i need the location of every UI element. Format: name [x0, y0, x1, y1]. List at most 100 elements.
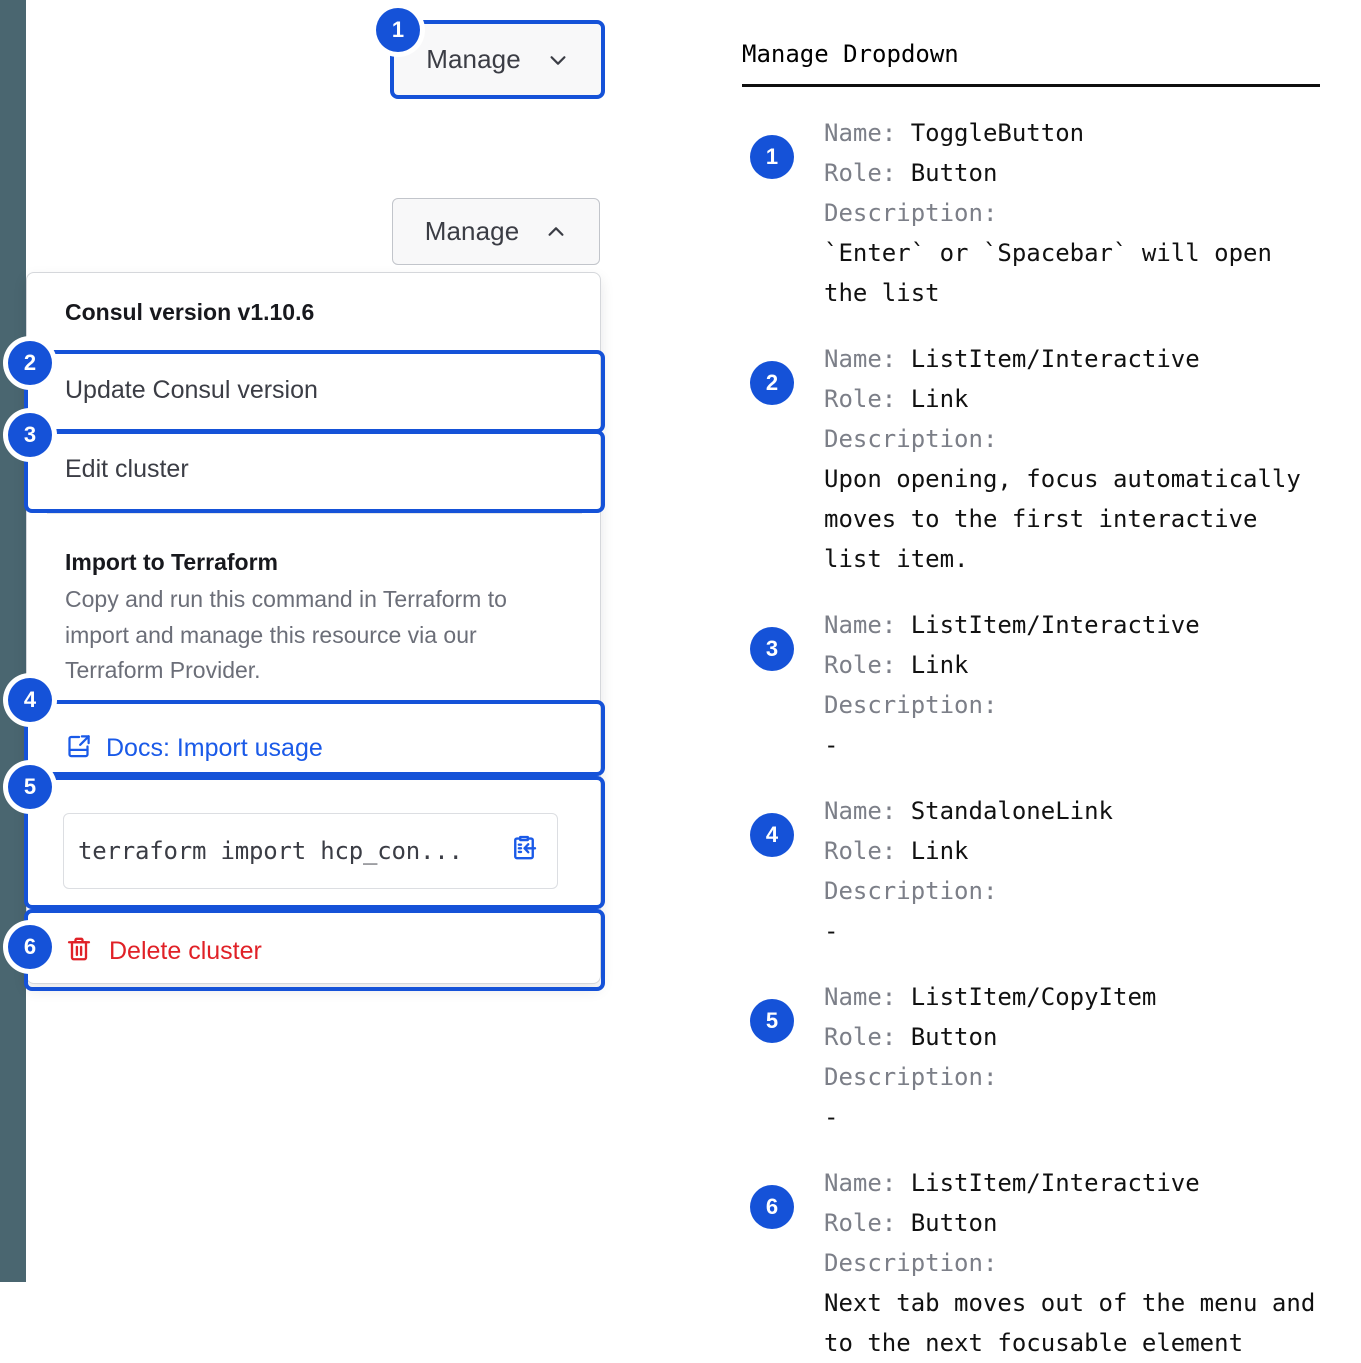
- legend-name-value: StandaloneLink: [910, 797, 1113, 825]
- dropdown-divider: [47, 513, 582, 514]
- marker-badge-2: 2: [8, 341, 52, 385]
- legend-name-key: Name:: [824, 345, 911, 373]
- legend-badge-1: 1: [750, 135, 794, 179]
- legend-badge-6: 6: [750, 1185, 794, 1229]
- trash-icon: [65, 935, 93, 968]
- dropdown-item-update-consul-version[interactable]: Update Consul version: [27, 351, 600, 430]
- dropdown-item-label: Update Consul version: [65, 376, 318, 404]
- legend-description-key: Description:: [824, 691, 998, 719]
- legend-name-value: ListItem/Interactive: [910, 1169, 1200, 1197]
- legend-description-label: Description:: [824, 193, 1332, 233]
- app-left-rail: [0, 0, 26, 1282]
- legend-role-key: Role:: [824, 385, 911, 413]
- terraform-command-box[interactable]: terraform import hcp_con...: [63, 812, 558, 889]
- terraform-command-text: terraform import hcp_con...: [78, 836, 463, 865]
- legend-name: Name: ListItem/Interactive: [824, 339, 1332, 379]
- dropdown-item-edit-cluster[interactable]: Edit cluster: [27, 430, 600, 509]
- legend-name: Name: ToggleButton: [824, 113, 1332, 153]
- legend-description-key: Description:: [824, 425, 998, 453]
- legend-role-key: Role:: [824, 837, 911, 865]
- legend-role-value: Button: [910, 1209, 998, 1237]
- legend-description-key: Description:: [824, 1249, 998, 1277]
- dropdown-item-docs-import-usage[interactable]: Docs: Import usage: [27, 712, 600, 785]
- docs-link-label: Docs: Import usage: [106, 734, 323, 762]
- legend-name-value: ToggleButton: [910, 119, 1085, 147]
- legend-description-key: Description:: [824, 1063, 998, 1091]
- delete-cluster-label: Delete cluster: [109, 936, 262, 965]
- legend-description-value: -: [824, 1103, 839, 1131]
- legend-role: Role: Link: [824, 831, 1332, 871]
- chevron-up-icon: [545, 221, 567, 243]
- legend-badge-2: 2: [750, 361, 794, 405]
- legend-name-value: ListItem/Interactive: [910, 611, 1200, 639]
- legend-name-value: ListItem/CopyItem: [910, 983, 1157, 1011]
- dropdown-item-copy-command[interactable]: terraform import hcp_con...: [27, 785, 600, 916]
- legend-role-value: Link: [910, 385, 969, 413]
- legend-name-key: Name:: [824, 797, 911, 825]
- ui-screenshot-pane: Manage Manage Consul version v1.10.6 Upd…: [0, 0, 700, 1282]
- import-terraform-heading: Import to Terraform: [65, 549, 278, 575]
- legend-badge-3: 3: [750, 627, 794, 671]
- legend-divider: [742, 84, 1320, 87]
- legend-title: Manage Dropdown: [742, 40, 959, 68]
- legend-badge-5: 5: [750, 999, 794, 1043]
- marker-badge-6: 6: [8, 925, 52, 969]
- legend-name: Name: ListItem/Interactive: [824, 1163, 1332, 1203]
- legend-role: Role: Link: [824, 645, 1332, 685]
- marker-badge-4: 4: [8, 678, 52, 722]
- legend-name: Name: StandaloneLink: [824, 791, 1332, 831]
- legend-role-key: Role:: [824, 1209, 911, 1237]
- legend-description-value: `Enter` or `Spacebar` will open the list: [824, 239, 1272, 307]
- legend-name: Name: ListItem/Interactive: [824, 605, 1332, 645]
- legend-description-value: Upon opening, focus automatically moves …: [824, 465, 1301, 573]
- legend-name-key: Name:: [824, 611, 911, 639]
- legend-name: Name: ListItem/CopyItem: [824, 977, 1332, 1017]
- legend-description-label: Description:: [824, 871, 1332, 911]
- legend-description-value: -: [824, 917, 839, 945]
- consul-version-heading: Consul version v1.10.6: [65, 298, 315, 325]
- legend-role: Role: Button: [824, 1017, 1332, 1057]
- legend-role-key: Role:: [824, 651, 911, 679]
- legend-description-value: -: [824, 731, 839, 759]
- external-link-doc-icon: [65, 733, 92, 765]
- consul-version-heading-row: Consul version v1.10.6: [27, 273, 600, 351]
- legend-role-value: Link: [910, 837, 969, 865]
- legend-description-key: Description:: [824, 199, 998, 227]
- legend-name-key: Name:: [824, 1169, 911, 1197]
- legend-role: Role: Button: [824, 1203, 1332, 1243]
- legend-role-value: Link: [910, 651, 969, 679]
- dropdown-item-label: Edit cluster: [65, 455, 189, 483]
- clipboard-copy-icon[interactable]: [509, 833, 539, 868]
- legend-description-label: Description:: [824, 685, 1332, 725]
- marker-badge-1: 1: [376, 8, 420, 52]
- legend-description-value: Next tab moves out of the menu and to th…: [824, 1289, 1316, 1357]
- legend-description-key: Description:: [824, 877, 998, 905]
- legend-role: Role: Button: [824, 153, 1332, 193]
- chevron-down-icon: [547, 49, 569, 71]
- manage-dropdown-panel: Consul version v1.10.6 Update Consul ver…: [26, 272, 601, 984]
- legend-role-key: Role:: [824, 1023, 911, 1051]
- legend-role: Role: Link: [824, 379, 1332, 419]
- legend-role-value: Button: [910, 1023, 998, 1051]
- marker-badge-3: 3: [8, 413, 52, 457]
- manage-toggle-button-collapsed[interactable]: Manage: [392, 22, 603, 97]
- legend-description-label: Description:: [824, 1243, 1332, 1283]
- manage-button-label: Manage: [426, 44, 521, 74]
- legend-description-label: Description:: [824, 1057, 1332, 1097]
- legend-name-key: Name:: [824, 119, 911, 147]
- legend-role-key: Role:: [824, 159, 911, 187]
- legend-description-label: Description:: [824, 419, 1332, 459]
- import-terraform-description: Copy and run this command in Terraform t…: [65, 586, 507, 684]
- legend-badge-4: 4: [750, 813, 794, 857]
- legend-name-value: ListItem/Interactive: [910, 345, 1200, 373]
- legend-name-key: Name:: [824, 983, 911, 1011]
- dropdown-item-delete-cluster[interactable]: Delete cluster: [27, 916, 600, 986]
- marker-badge-5: 5: [8, 765, 52, 809]
- manage-toggle-button-expanded[interactable]: Manage: [392, 198, 600, 265]
